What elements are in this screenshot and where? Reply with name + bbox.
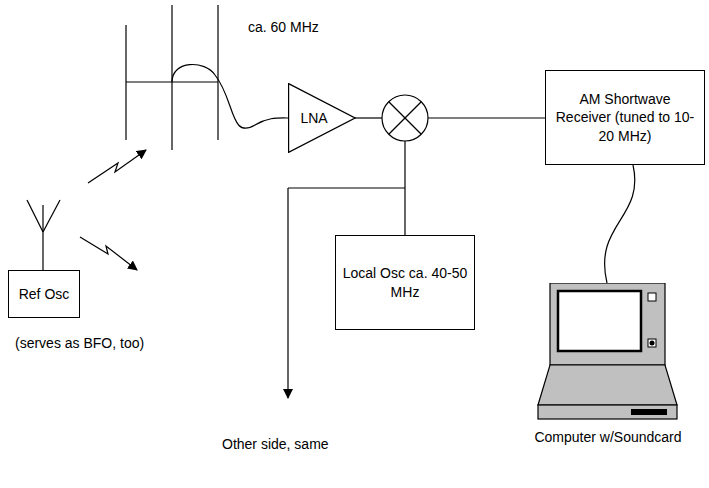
power-led bbox=[650, 341, 655, 346]
oscillator-box: Local Osc ca. 40-50 MHz bbox=[335, 235, 475, 330]
signal-wire bbox=[428, 117, 546, 118]
computer-icon: Computer w/Soundcard bbox=[533, 283, 683, 446]
monitor-button bbox=[648, 339, 656, 347]
antenna-element bbox=[217, 5, 218, 140]
mixer-cross bbox=[389, 102, 421, 134]
screen bbox=[558, 291, 641, 351]
antenna-cable bbox=[172, 65, 289, 129]
base-front bbox=[538, 405, 677, 419]
receiver-box: AM Shortwave Receiver (tuned to 10-20 MH… bbox=[545, 70, 705, 165]
annotation-label: ca. 60 MHz bbox=[246, 19, 321, 35]
keyboard-base bbox=[538, 365, 677, 405]
lo-wire bbox=[288, 187, 405, 188]
audio-cable bbox=[605, 165, 635, 283]
drive-slot bbox=[631, 409, 667, 415]
monitor bbox=[550, 283, 665, 365]
ref-antenna bbox=[27, 200, 43, 232]
annotation-label: (serves as BFO, too) bbox=[13, 335, 146, 351]
node-text: Ref Osc bbox=[19, 285, 70, 303]
mixer-symbol bbox=[382, 95, 428, 141]
lo-wire-arrow bbox=[287, 188, 288, 398]
ref-antenna bbox=[42, 232, 43, 271]
signal-wire bbox=[355, 117, 382, 118]
node-text: Local Osc ca. 40-50 MHz bbox=[342, 264, 468, 300]
ref-antenna bbox=[43, 200, 60, 232]
radio-wave-arrow bbox=[80, 237, 137, 270]
node-text: Computer w/Soundcard bbox=[533, 428, 683, 446]
node-text: LNA bbox=[300, 109, 327, 127]
node-text: AM Shortwave Receiver (tuned to 10-20 MH… bbox=[552, 90, 698, 145]
mixer-cross bbox=[389, 102, 421, 134]
oscillator-box: Ref Osc bbox=[8, 270, 80, 318]
amplifier-triangle: LNA bbox=[288, 83, 356, 153]
ref-antenna bbox=[42, 205, 43, 232]
monitor-button bbox=[648, 293, 656, 301]
laptop-drawing bbox=[533, 283, 683, 425]
annotation-label: Other side, same bbox=[220, 436, 331, 452]
radio-wave-arrow bbox=[88, 150, 146, 183]
